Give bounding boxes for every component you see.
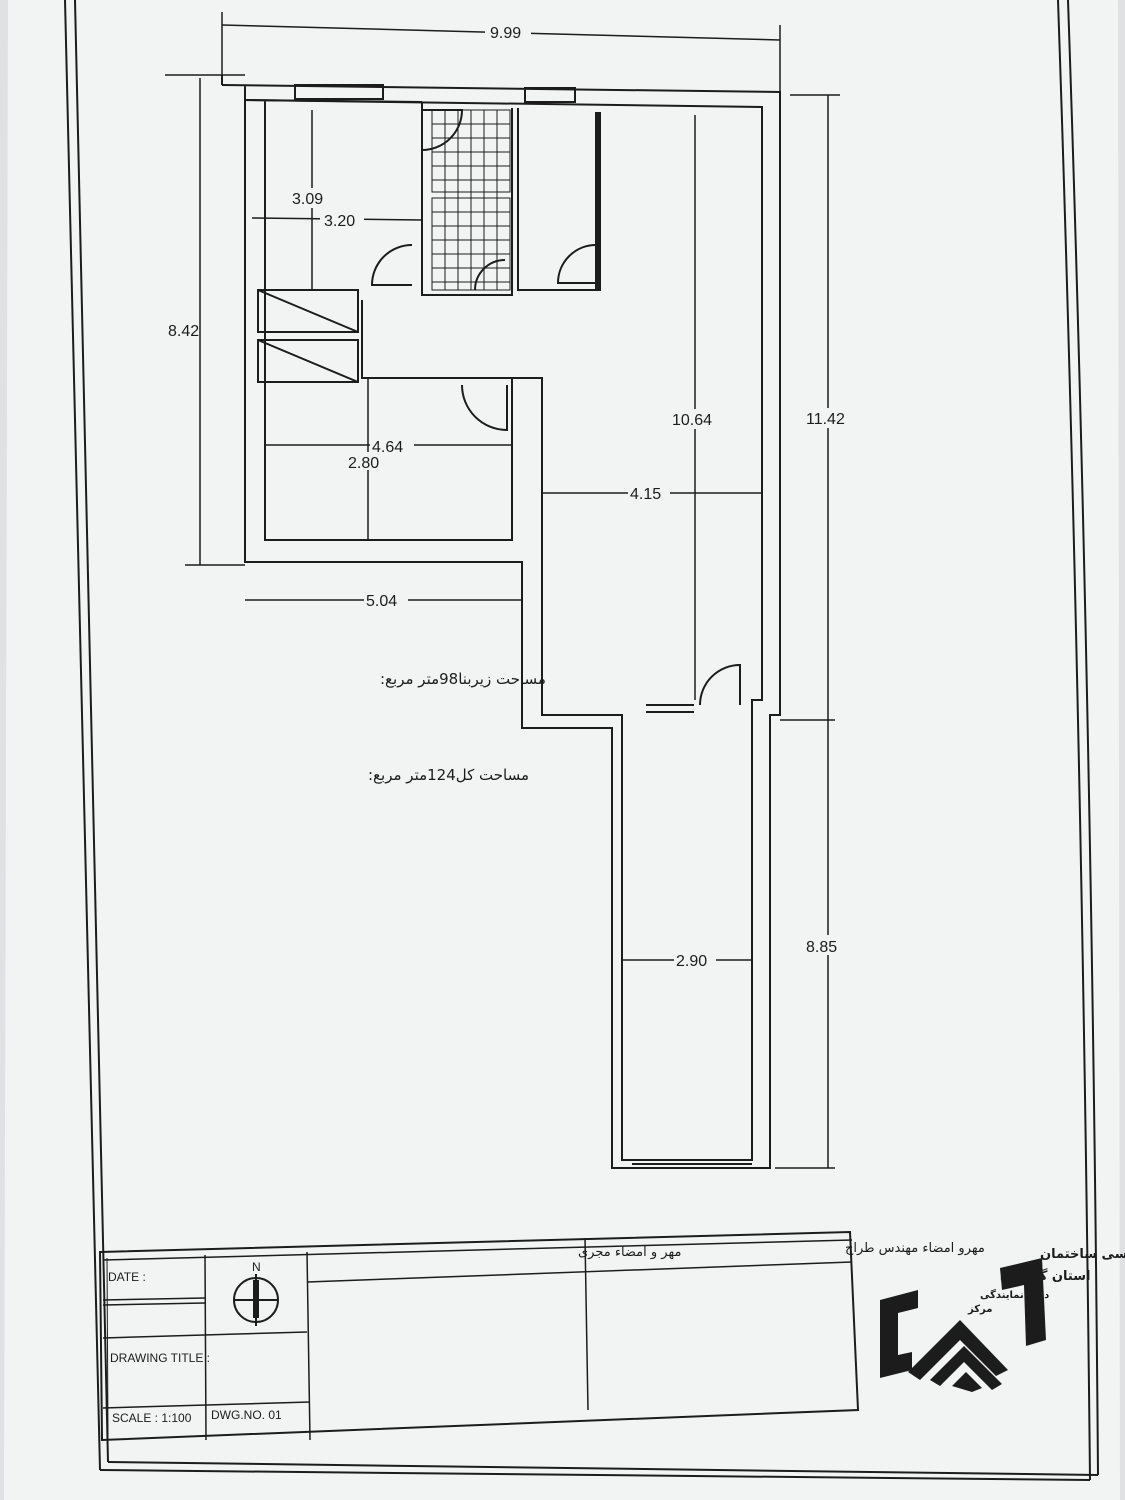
date-label: DATE :: [108, 1270, 146, 1284]
title-block-frame: [98, 1230, 860, 1442]
org-name-line4: مرکز: [967, 1304, 992, 1315]
dimension-labels: 9.99 8.42 11.42 8.85 3.09 3.20 4.64 2.80…: [168, 22, 853, 970]
floor-area-note: مساحت زیربنا98متر مربع:: [380, 670, 546, 688]
designer-signature-label: مهرو امضاء مهندس طراح: [845, 1241, 985, 1256]
north-arrow-icon: [233, 1274, 279, 1326]
dim-hall-width: 4.15: [630, 486, 661, 503]
bathroom-tiles: [431, 109, 511, 291]
org-name-line1: سازمان نظام مهندسی ساختمان: [1040, 1247, 1125, 1262]
organization-logo-icon: [880, 1258, 1046, 1392]
paper-sheet: [4, 0, 1120, 1500]
contractor-signature-label: مهر و امضاء مجری: [578, 1245, 681, 1260]
dwg-no-label: DWG.NO. 01: [211, 1408, 282, 1422]
walls: [221, 75, 781, 1169]
dim-hall-height: 10.64: [672, 412, 712, 429]
sheet-border: [64, 0, 1099, 1481]
north-label: N: [252, 1260, 261, 1274]
dim-kitchen-height: 3.09: [292, 191, 323, 208]
dim-top-width: 9.99: [490, 25, 521, 42]
dim-left-height: 8.42: [168, 323, 199, 340]
scale-label: SCALE : 1:100: [112, 1411, 192, 1425]
dim-yard-width: 2.90: [676, 953, 707, 970]
dim-room-width: 4.64: [372, 439, 403, 456]
dim-kitchen-width: 3.20: [324, 213, 355, 230]
doors: [370, 109, 741, 706]
dim-right-upper: 11.42: [806, 411, 845, 428]
dim-room-depth: 2.80: [348, 455, 379, 472]
dim-right-lower: 8.85: [806, 939, 837, 956]
total-area-note: مساحت کل124متر مربع:: [368, 766, 529, 784]
drawing-title-label: DRAWING TITLE :: [110, 1351, 210, 1365]
dim-side-width: 5.04: [366, 593, 397, 610]
